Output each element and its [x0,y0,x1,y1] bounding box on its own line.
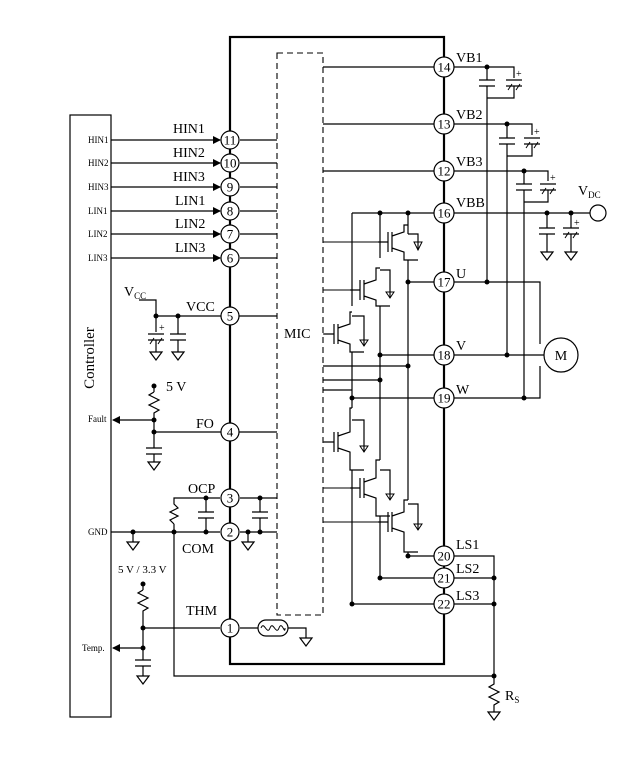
vcc-supply-label: VCC [124,285,146,301]
hin2-pin-name: HIN2 [173,146,205,161]
ls2-pin-name: LS2 [456,562,479,577]
svg-text:12: 12 [438,164,451,179]
vb2-pin-name: VB2 [456,108,482,123]
motor-label: M [555,349,568,364]
controller-temp-label: Temp. [82,643,105,653]
svg-text:18: 18 [438,348,451,363]
svg-text:10: 10 [224,156,237,171]
svg-text:+: + [574,218,580,229]
ls3-pin-name: LS3 [456,589,479,604]
right-pins: 14 13 12 16 17 18 19 20 21 22 [433,56,455,615]
svg-text:16: 16 [438,206,452,221]
vcc-pin-name: VCC [186,300,215,315]
hin1-pin-name: HIN1 [173,122,205,137]
igbt-bridge [323,210,434,607]
v-pin-name: V [456,339,466,354]
shunt-resistor-label: RS [505,689,519,705]
ic-package [228,35,446,666]
controller-gnd-label: GND [88,527,108,537]
com-pin-name: COM [182,542,214,557]
w-pin-name: W [456,383,470,398]
svg-text:22: 22 [438,597,451,612]
fo-pullup-voltage: 5 V [166,380,186,395]
controller-fault-label: Fault [88,414,107,424]
vb3-pin-name: VB3 [456,155,482,170]
svg-text:+: + [550,173,556,184]
svg-text:19: 19 [438,391,451,406]
shunt-resistor [486,676,502,721]
thm-pin-name: THM [186,604,218,619]
svg-text:17: 17 [438,275,452,290]
svg-text:8: 8 [227,204,234,219]
svg-text:1: 1 [227,621,234,636]
mic-label: MIC [284,327,310,342]
vcc-capacitors: + [148,316,186,361]
mic-block [276,52,324,616]
svg-text:+: + [159,323,165,334]
svg-text:13: 13 [438,117,451,132]
thm-pullup-voltage: 5 V / 3.3 V [118,564,167,576]
svg-text:11: 11 [224,133,237,148]
svg-text:3: 3 [227,491,234,506]
svg-text:20: 20 [438,549,451,564]
motor [543,337,579,373]
svg-text:6: 6 [227,251,234,266]
svg-text:+: + [534,127,540,138]
svg-text:+: + [516,69,522,80]
hin3-pin-name: HIN3 [173,170,205,185]
u-pin-name: U [456,267,466,282]
lin1-pin-name: LIN1 [175,194,205,209]
controller-lin2-label: LIN2 [88,229,108,239]
controller-block [69,114,112,718]
lin2-pin-name: LIN2 [175,217,205,232]
svg-text:14: 14 [438,60,452,75]
svg-text:5: 5 [227,309,234,324]
bootstrap-capacitors: + + + [479,64,556,401]
controller-hin3-label: HIN3 [88,182,109,192]
ocp-pin-name: OCP [188,482,215,497]
svg-text:2: 2 [227,525,234,540]
controller-hin1-label: HIN1 [88,135,109,145]
vdc-terminal [589,204,607,222]
lin3-pin-name: LIN3 [175,241,205,256]
controller-hin2-label: HIN2 [88,158,109,168]
svg-text:4: 4 [227,425,234,440]
input-signal-wires [111,136,277,262]
fo-pin-name: FO [196,417,214,432]
ls1-pin-name: LS1 [456,538,479,553]
controller-lin1-label: LIN1 [88,206,108,216]
controller-lin3-label: LIN3 [88,253,108,263]
svg-text:21: 21 [438,571,451,586]
vb1-pin-name: VB1 [456,51,482,66]
fault-wire [112,416,240,433]
svg-text:7: 7 [227,227,234,242]
svg-text:9: 9 [227,180,234,195]
controller-label: Controller [82,327,98,389]
vdc-supply-label: VDC [578,184,601,200]
left-pins: 11 10 9 8 7 6 5 4 3 2 1 [220,130,240,638]
vbb-pin-name: VBB [456,196,485,211]
